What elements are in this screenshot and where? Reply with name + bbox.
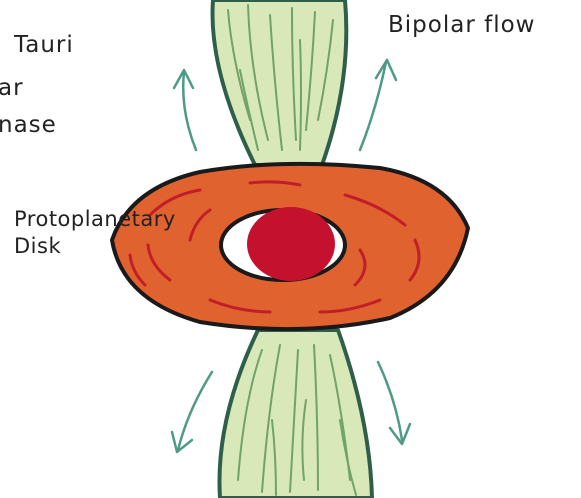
- bipolar-flow-label: Bipolar flow: [388, 12, 535, 38]
- disk-label-line2: Disk: [14, 235, 61, 258]
- protoplanetary-disk: [112, 164, 468, 329]
- lower-outflow-jet: [219, 330, 372, 498]
- disk-label-line1: Protoplanetary: [14, 208, 176, 231]
- central-protostar: [247, 207, 335, 281]
- upper-outflow-jet: [213, 0, 347, 165]
- arrow-up-right: [360, 60, 396, 150]
- arrow-down-left: [172, 372, 212, 452]
- phase-label-fragment: nase: [0, 112, 57, 138]
- arrow-up-left: [174, 70, 196, 150]
- stellar-label-fragment: ar: [0, 75, 24, 101]
- arrow-down-right: [378, 362, 410, 444]
- t-tauri-label: Tauri: [14, 32, 74, 58]
